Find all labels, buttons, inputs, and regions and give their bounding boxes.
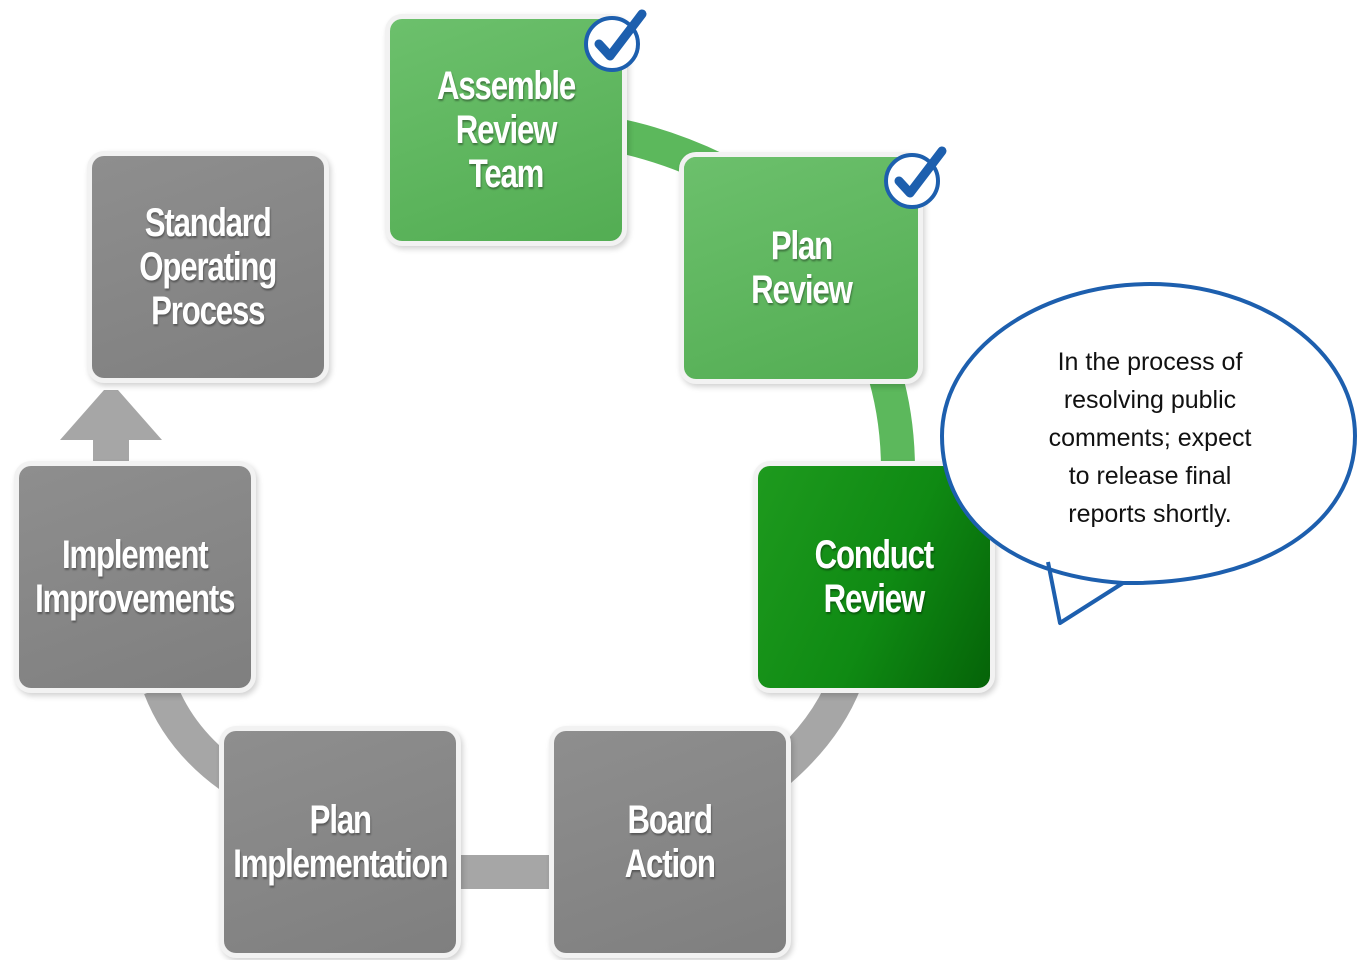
step-conduct-review: Conduct Review [758, 466, 990, 688]
checkmark-icon [584, 9, 647, 72]
step-label: Plan Implementation [232, 798, 448, 886]
connector-plan-impl-to-implement [144, 681, 241, 790]
step-label: Implement Improvements [35, 533, 235, 621]
step-label: Standard Operating Process [139, 201, 278, 333]
step-plan-implementation: Plan Implementation [224, 731, 456, 953]
checkmark-icon [884, 146, 947, 209]
connector-conduct-to-board [768, 675, 861, 783]
callout-text: In the process of resolving public comme… [1048, 348, 1252, 528]
step-label: Board Action [624, 798, 716, 886]
step-plan-review: Plan Review [684, 157, 918, 379]
step-assemble-review-team: Assemble Review Team [390, 19, 622, 241]
connector-plan-review-to-conduct [868, 370, 915, 471]
speech-bubble-shape [940, 282, 1357, 625]
step-standard-operating-process: Standard Operating Process [92, 156, 324, 378]
step-label: Assemble Review Team [436, 64, 576, 196]
step-label: Plan Review [750, 224, 853, 312]
step-board-action: Board Action [554, 731, 786, 953]
step-implement-improvements: Implement Improvements [19, 466, 251, 688]
step-label: Conduct Review [814, 533, 934, 621]
arrowhead-up-icon [60, 390, 162, 440]
